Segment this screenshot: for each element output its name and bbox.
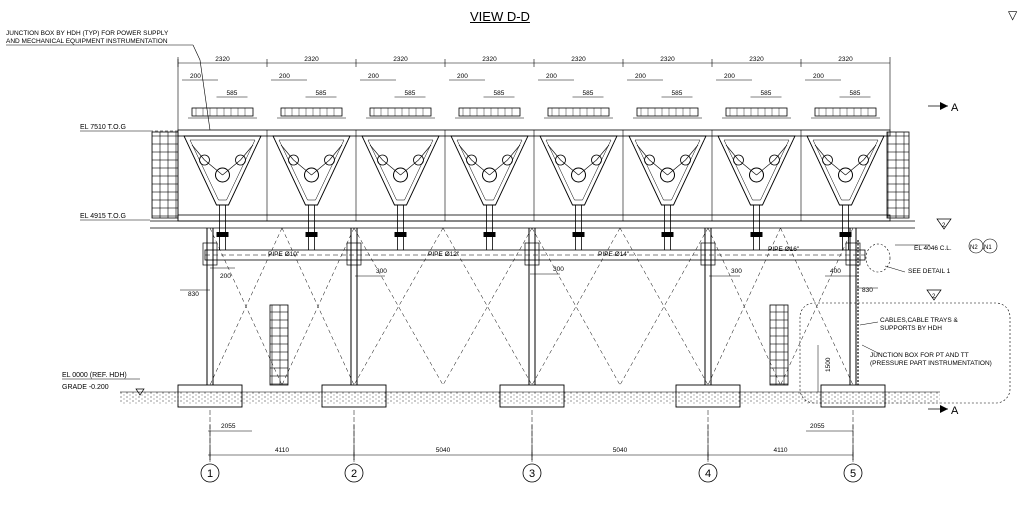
el-ground-label: EL 0000 (REF. HDH) (62, 372, 127, 379)
el-pipe-cl: EL 4046 C.L. (914, 245, 952, 252)
cable-cloud (799, 302, 1011, 404)
cables-line-2: SUPPORTS BY HDH (880, 325, 942, 332)
pipe-label-2: PIPE Ø12" (428, 251, 460, 258)
top-dimension-chain (177, 57, 891, 130)
nozzle-n2-label: N2 (970, 245, 978, 251)
offset-200-4: 200 (457, 73, 468, 80)
fan-unit-5 (533, 107, 618, 250)
bay-dim-7: 2320 (749, 56, 764, 63)
see-detail-label: SEE DETAIL 1 (908, 268, 951, 275)
pipe-label-4: PIPE Ø16" (768, 246, 800, 253)
span-dim-3: 5040 (613, 447, 628, 454)
upper-frame (150, 129, 915, 229)
fan-unit-1 (177, 107, 262, 250)
dim-400: 400 (830, 268, 841, 275)
note-line-2: AND MECHANICAL EQUIPMENT INSTRUMENTATION (6, 38, 168, 45)
el-mid-label: EL 4915 T.O.G (80, 213, 126, 220)
dim-830-left: 830 (188, 291, 199, 298)
fan-unit-6 (622, 107, 707, 250)
bay-dim-2: 2320 (304, 56, 319, 63)
bay-dim-4: 2320 (482, 56, 497, 63)
el-grade-label: GRADE -0.200 (62, 384, 109, 391)
pipe-label-1: PIPE Ø10" (268, 251, 300, 258)
grid-bubble-3 (522, 463, 542, 483)
note-line-1: JUNCTION BOX BY HDH (TYP) FOR POWER SUPP… (6, 30, 169, 37)
grid-bubble-2 (344, 463, 364, 483)
dim-300-a: 300 (376, 268, 387, 275)
span-dim-1: 4110 (275, 447, 289, 454)
grid-bubble-4 (698, 463, 718, 483)
offset-200-8: 200 (813, 73, 824, 80)
offset-585-2: 585 (316, 90, 327, 97)
offset-200-2: 200 (279, 73, 290, 80)
offset-585-3: 585 (405, 90, 416, 97)
grid-label-5: 5 (850, 468, 856, 480)
span-dim-4: 4110 (774, 447, 788, 454)
nozzle-n1 (982, 238, 998, 254)
dim-300-b: 300 (553, 266, 564, 273)
offset-585-5: 585 (583, 90, 594, 97)
offset-585-4: 585 (494, 90, 505, 97)
dim-300-c: 300 (731, 268, 742, 275)
jb-pt-line-1: JUNCTION BOX FOR PT AND TT (870, 352, 969, 359)
offset-200-6: 200 (635, 73, 646, 80)
rev-mark-1: 2 (942, 223, 946, 229)
rev-triangle-icon-2 (926, 289, 942, 301)
bay-dim-8: 2320 (838, 56, 853, 63)
bay-dim-5: 2320 (571, 56, 586, 63)
fan-unit-group (177, 107, 885, 250)
grid-label-2: 2 (351, 468, 357, 480)
dim-2055-right: 2055 (810, 423, 825, 430)
offset-200-1: 200 (190, 73, 201, 80)
offset-585-7: 585 (761, 90, 772, 97)
pipe-labels: PIPE Ø10" PIPE Ø12" PIPE Ø14" PIPE Ø16" (268, 246, 800, 258)
bay-dim-6: 2320 (660, 56, 675, 63)
jb-pt-line-2: (PRESSURE PART INSTRUMENTATION) (870, 360, 992, 367)
section-markers: A A (928, 102, 959, 417)
grid-bubble-1 (200, 463, 220, 483)
nozzle-n1-label: N1 (984, 245, 992, 251)
dim-1500: 1500 (825, 357, 832, 372)
elevation-markers: EL 7510 T.O.G EL 4915 T.O.G EL 0000 (REF… (62, 124, 178, 396)
bay-dim-3: 2320 (393, 56, 408, 63)
grid-label-1: 1 (207, 468, 213, 480)
pipe-label-3: PIPE Ø14" (598, 251, 630, 258)
offset-200-7: 200 (724, 73, 735, 80)
rev-triangle-icon-1 (936, 218, 952, 230)
dim-830-right: 830 (862, 287, 873, 294)
offset-200-5: 200 (546, 73, 557, 80)
grid-label-4: 4 (705, 468, 711, 480)
revision-triangle-icon: ▽ (1008, 8, 1018, 22)
junction-box-note: JUNCTION BOX BY HDH (TYP) FOR POWER SUPP… (6, 30, 211, 131)
view-title: VIEW D-D (470, 9, 530, 24)
span-dim-2: 5040 (436, 447, 451, 454)
fan-unit-7 (711, 107, 796, 250)
bay-dim-1: 2320 (215, 56, 230, 63)
fan-unit-8 (800, 107, 885, 250)
bottom-dimension-group: 2055 2055 4110 5040 5040 4110 (208, 423, 854, 460)
dim-2055-left: 2055 (221, 423, 236, 430)
bay-dimension-group: 2320 200 585 2320 200 585 2320 200 585 2320 200 585… (177, 56, 871, 98)
right-callouts: 2 EL 4046 C.L. N2 N1 SEE DETAIL 1 2 CABL… (799, 218, 1011, 404)
offset-585-1: 585 (227, 90, 238, 97)
grid-bubble-5 (843, 463, 863, 483)
rev-mark-2: 2 (932, 294, 936, 300)
dim-200: 200 (220, 273, 231, 280)
section-marker-top: A (951, 102, 959, 114)
el-top-label: EL 7510 T.O.G (80, 124, 126, 131)
fan-unit-3 (355, 107, 440, 250)
cables-line-1: CABLES,CABLE TRAYS & (880, 317, 958, 324)
offset-585-6: 585 (672, 90, 683, 97)
offset-585-8: 585 (850, 90, 861, 97)
fan-unit-4 (444, 107, 529, 250)
grid-label-3: 3 (529, 468, 535, 480)
ground-hatch (120, 392, 940, 404)
section-marker-bottom: A (951, 405, 959, 417)
offset-200-3: 200 (368, 73, 379, 80)
local-dimensions: 200 830 300 300 300 400 830 1500 (180, 266, 878, 372)
side-lattice (151, 131, 910, 386)
fan-unit-2 (266, 107, 351, 250)
